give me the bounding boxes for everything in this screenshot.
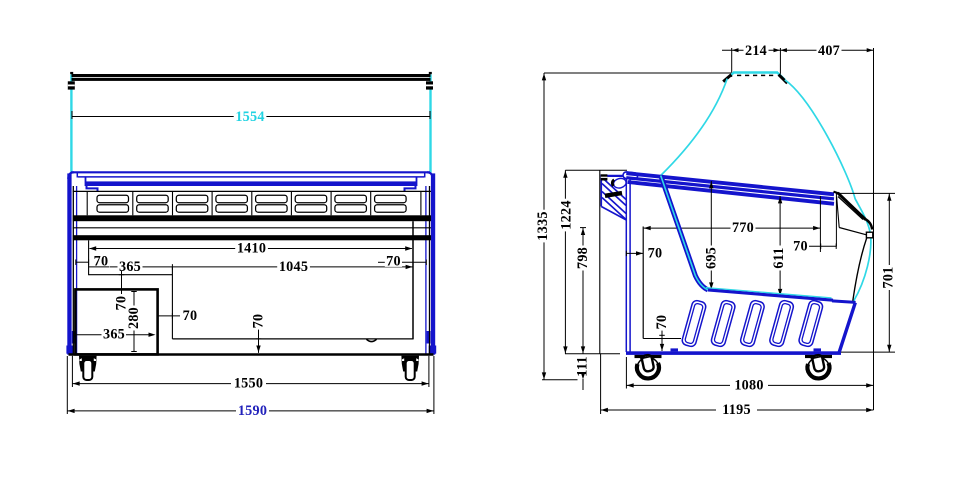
svg-text:70: 70: [793, 239, 808, 255]
svg-text:1080: 1080: [734, 377, 763, 393]
svg-text:70: 70: [654, 315, 670, 330]
svg-text:365: 365: [103, 326, 125, 342]
svg-text:70: 70: [251, 314, 267, 329]
svg-text:1590: 1590: [238, 403, 267, 419]
svg-text:214: 214: [745, 43, 767, 59]
svg-text:770: 770: [732, 220, 754, 236]
svg-text:365: 365: [119, 259, 141, 275]
svg-text:695: 695: [703, 247, 719, 269]
svg-text:70: 70: [183, 308, 198, 324]
svg-text:1410: 1410: [237, 241, 266, 257]
svg-text:280: 280: [126, 307, 142, 329]
svg-text:701: 701: [880, 266, 896, 288]
svg-text:1195: 1195: [722, 402, 751, 418]
svg-text:1224: 1224: [559, 200, 575, 229]
svg-text:798: 798: [575, 247, 591, 269]
svg-text:407: 407: [818, 43, 840, 59]
svg-text:70: 70: [94, 253, 109, 269]
svg-text:1554: 1554: [235, 109, 264, 125]
svg-text:1335: 1335: [535, 211, 551, 240]
svg-text:1045: 1045: [279, 259, 308, 275]
svg-text:611: 611: [771, 247, 787, 268]
svg-text:70: 70: [386, 254, 401, 270]
svg-text:70: 70: [648, 246, 663, 262]
svg-text:70: 70: [114, 296, 130, 311]
svg-text:111: 111: [574, 356, 590, 376]
svg-text:1550: 1550: [234, 376, 263, 392]
